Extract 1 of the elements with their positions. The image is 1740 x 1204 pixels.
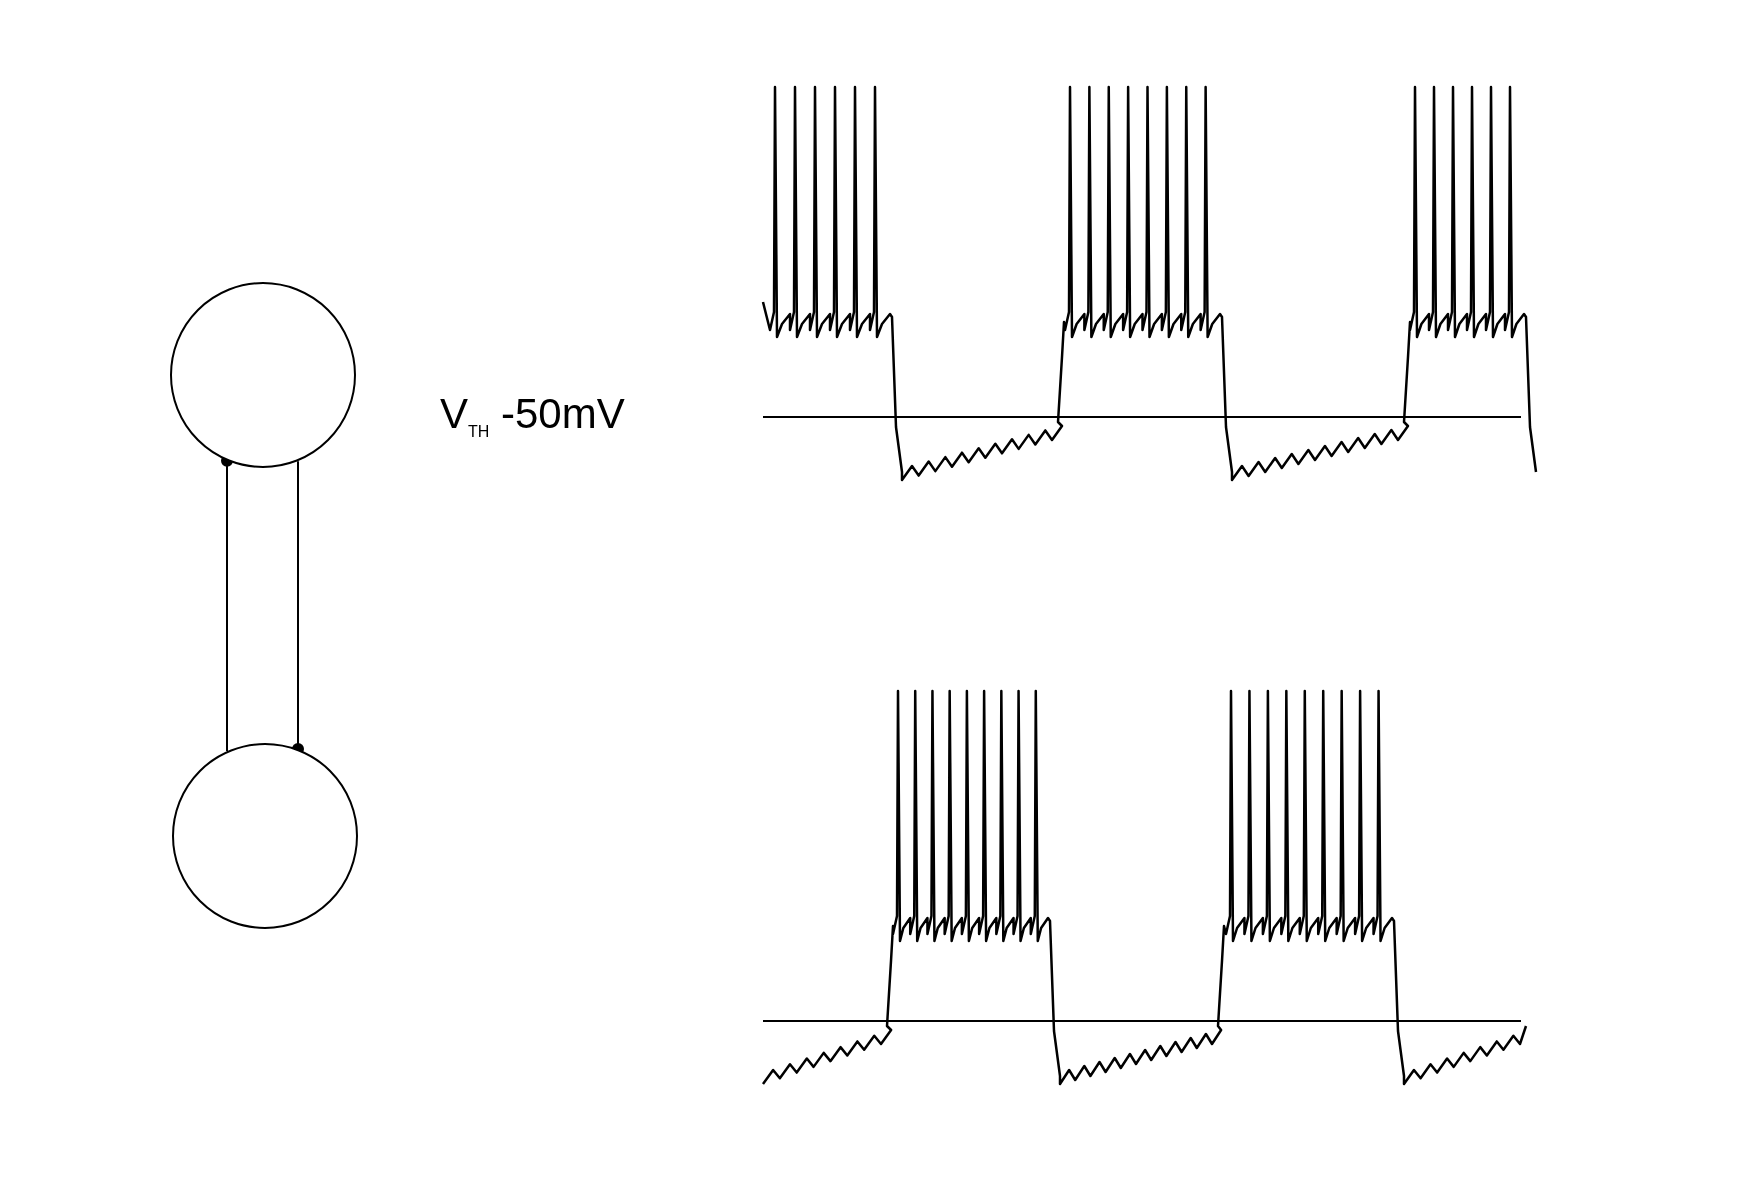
threshold-label: V$_{TH}$ -50mV bbox=[440, 390, 625, 442]
